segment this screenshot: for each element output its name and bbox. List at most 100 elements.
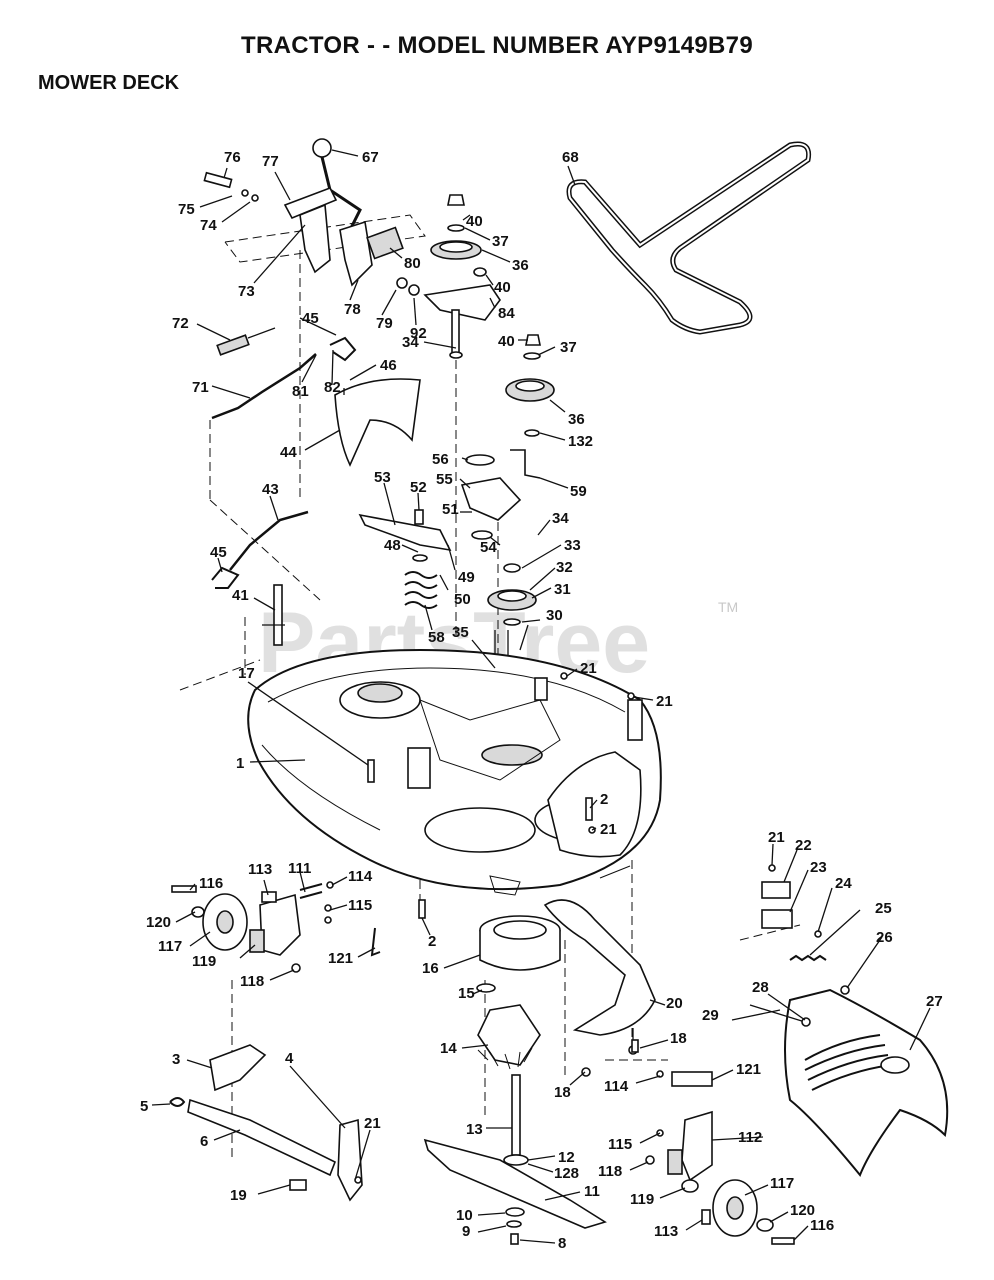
- callout-73: 73: [238, 283, 255, 300]
- callout-36-lower: 36: [568, 411, 585, 428]
- callout-22: 22: [795, 837, 812, 854]
- callout-114-right: 114: [604, 1078, 629, 1095]
- callout-115-right: 115: [608, 1136, 632, 1153]
- callout-81: 81: [292, 383, 309, 400]
- callout-21-c: 21: [600, 821, 617, 838]
- callout-117-left: 117: [158, 938, 182, 955]
- callout-118-left: 118: [240, 973, 264, 990]
- callout-56: 56: [432, 451, 449, 468]
- callout-44: 44: [280, 444, 297, 461]
- callout-19: 19: [230, 1187, 247, 1204]
- drive-belt: [566, 141, 812, 335]
- discharge-chute: [749, 881, 949, 1177]
- callout-34-mid: 34: [552, 510, 569, 527]
- callout-121-right: 121: [736, 1061, 761, 1078]
- callout-21-e: 21: [364, 1115, 381, 1132]
- callout-113-right: 113: [654, 1223, 678, 1240]
- callout-50: 50: [454, 591, 471, 608]
- callout-116-right: 116: [810, 1217, 834, 1234]
- callout-37-top: 37: [492, 233, 509, 250]
- deck-housing: [247, 648, 662, 896]
- callout-113-left: 113: [248, 861, 272, 878]
- callout-16: 16: [422, 960, 439, 977]
- callout-36-top: 36: [512, 257, 529, 274]
- callout-15: 15: [458, 985, 475, 1002]
- callout-40-mid: 40: [494, 279, 511, 296]
- callout-92: 92: [410, 325, 427, 342]
- page-title: TRACTOR - - MODEL NUMBER AYP9149B79: [241, 32, 753, 59]
- callout-46: 46: [380, 357, 397, 374]
- callout-21-d: 21: [768, 829, 785, 846]
- callout-12: 12: [558, 1149, 575, 1166]
- callout-2-upper: 2: [600, 791, 608, 808]
- callout-35: 35: [452, 624, 469, 641]
- callout-13: 13: [466, 1121, 483, 1138]
- callout-45-lower: 45: [210, 544, 227, 561]
- idler-assembly: [358, 454, 537, 680]
- callout-33: 33: [564, 537, 581, 554]
- leader-lines: [151, 149, 931, 1244]
- spindle-and-blade: [423, 915, 607, 1245]
- callout-119-left: 119: [192, 953, 216, 970]
- callout-48: 48: [384, 537, 401, 554]
- callout-30: 30: [546, 607, 563, 624]
- callout-21-b: 21: [656, 693, 673, 710]
- callout-1: 1: [236, 755, 244, 772]
- lift-arms: [211, 510, 309, 646]
- callout-32: 32: [556, 559, 573, 576]
- callout-128: 128: [554, 1165, 579, 1182]
- callout-58: 58: [428, 629, 445, 646]
- callout-117-right: 117: [770, 1175, 794, 1192]
- callout-8: 8: [558, 1235, 566, 1252]
- belt-guard: [543, 899, 656, 1055]
- callout-77: 77: [262, 153, 279, 170]
- callout-25: 25: [875, 900, 892, 917]
- callout-78: 78: [344, 301, 361, 318]
- callout-54: 54: [480, 539, 497, 556]
- callout-41: 41: [232, 587, 249, 604]
- callout-24: 24: [835, 875, 852, 892]
- callout-119-right: 119: [630, 1191, 654, 1208]
- callout-79: 79: [376, 315, 393, 332]
- section-title: MOWER DECK: [38, 72, 180, 94]
- callout-80: 80: [404, 255, 421, 272]
- callout-40-top: 40: [466, 213, 483, 230]
- callout-29: 29: [702, 1007, 719, 1024]
- callout-31: 31: [554, 581, 571, 598]
- callout-23: 23: [810, 859, 827, 876]
- callout-84: 84: [498, 305, 515, 322]
- callout-111: 111: [288, 860, 311, 877]
- callout-76: 76: [224, 149, 241, 166]
- callout-3: 3: [172, 1051, 180, 1068]
- callout-4: 4: [285, 1050, 294, 1067]
- callout-120-right: 120: [790, 1202, 815, 1219]
- callout-21-a: 21: [580, 660, 597, 677]
- linkage-parts: [211, 327, 421, 467]
- callout-34-upper: 34: [402, 334, 419, 351]
- callout-72: 72: [172, 315, 189, 332]
- callout-14: 14: [440, 1040, 457, 1057]
- callout-40-right: 40: [498, 333, 515, 350]
- callout-114-left: 114: [348, 868, 373, 885]
- callout-132: 132: [568, 433, 593, 450]
- callout-37-right: 37: [560, 339, 577, 356]
- callout-74: 74: [200, 217, 217, 234]
- callout-75: 75: [178, 201, 195, 218]
- callout-53: 53: [374, 469, 391, 486]
- callout-116-left: 116: [199, 875, 223, 892]
- callout-10: 10: [456, 1207, 473, 1224]
- callout-20: 20: [666, 995, 683, 1012]
- right-gauge-wheel: [645, 1070, 795, 1245]
- callout-112: 112: [738, 1129, 762, 1146]
- callout-59: 59: [570, 483, 587, 500]
- callout-18-right: 18: [670, 1030, 687, 1047]
- callout-55: 55: [436, 471, 453, 488]
- callout-118-right: 118: [598, 1163, 622, 1180]
- callout-6: 6: [200, 1133, 208, 1150]
- callout-71: 71: [192, 379, 209, 396]
- upper-pulley-stack: [423, 194, 555, 479]
- callout-67: 67: [362, 149, 379, 166]
- callout-27: 27: [926, 993, 943, 1010]
- callout-51: 51: [442, 501, 459, 518]
- callout-labels: 76 77 67 6 8 75 74 73 80 78 79 92 40 37 3…: [140, 149, 943, 1252]
